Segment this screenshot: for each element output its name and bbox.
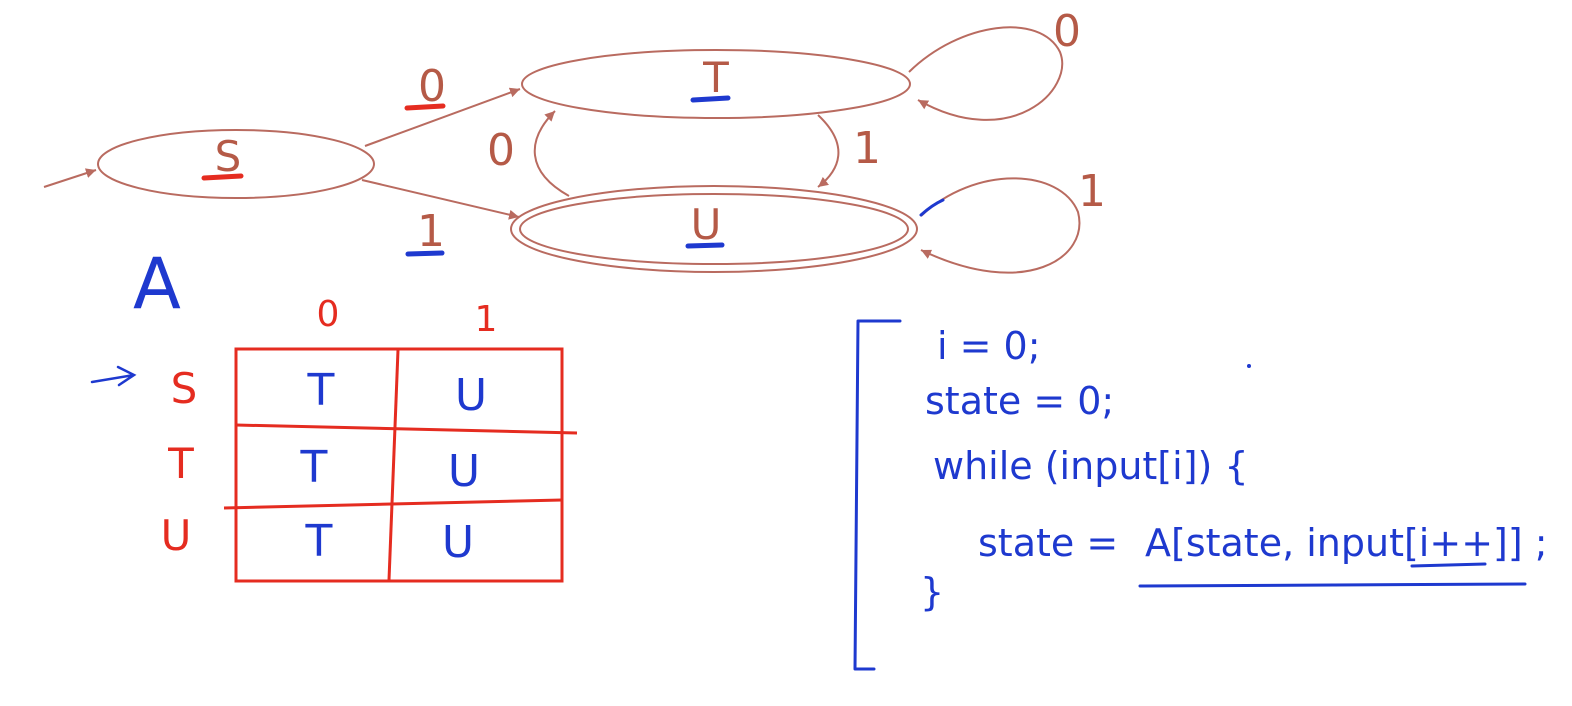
table-grid-row-divider-2: [223, 498, 563, 510]
code-line-2: state = 0;: [925, 379, 1114, 423]
table-cell-t-0: T: [300, 442, 328, 493]
table-cell-u-1: U: [442, 517, 474, 568]
table-cell-t-1: U: [448, 446, 480, 497]
stray-dot: [1247, 364, 1251, 368]
state-u-node-inner: [519, 193, 909, 265]
code-index-underline: [1410, 562, 1487, 568]
automaton: S T U 0 1 0 1 0 1: [43, 6, 1106, 274]
code-line-4-prefix: state =: [978, 521, 1118, 565]
edge-t-self-loop: [908, 26, 1063, 121]
edge-u-to-t-label: 0: [487, 125, 515, 176]
state-s-node: [97, 129, 375, 199]
edge-s-to-t: [364, 87, 521, 147]
table-row-label-t: T: [167, 439, 194, 488]
state-u-node-outer: [510, 185, 918, 273]
code-line-4-call: A[state, input[i++]] ;: [1145, 521, 1548, 565]
code-line-1: i = 0;: [937, 324, 1041, 368]
table-column-header-0: 0: [317, 294, 340, 335]
start-row-arrow: [90, 365, 137, 387]
state-t-label: T: [702, 53, 729, 102]
edge-u-to-t: [533, 110, 570, 197]
pseudocode-block: i = 0; state = 0; while (input[i]) { sta…: [853, 319, 1548, 671]
table-grid-frame: [234, 347, 564, 583]
code-left-bracket: [853, 319, 902, 671]
edge-t-to-u: [817, 114, 840, 188]
table-column-header-1: 1: [475, 299, 498, 340]
edge-s-to-u: [361, 179, 520, 220]
code-line-3: while (input[i]) {: [933, 444, 1249, 488]
edge-s-to-t-label: 0: [418, 61, 446, 112]
edge-t-to-u-label: 1: [853, 123, 881, 174]
edge-u-self-label: 1: [1078, 166, 1106, 217]
table-grid-column-divider: [387, 349, 400, 581]
table-cell-u-0: T: [305, 516, 333, 567]
table-cell-s-0: T: [307, 365, 335, 416]
table-row-label-s: S: [171, 364, 198, 413]
code-line-5: }: [920, 570, 944, 614]
table-name: A: [133, 243, 181, 325]
edge-t-self-label: 0: [1053, 6, 1081, 57]
state-t-node: [521, 49, 911, 119]
edge-s-to-u-label: 1: [417, 206, 445, 257]
edge-s-to-t-label-underline: [404, 103, 446, 111]
table-grid-row-divider-1: [235, 423, 578, 435]
state-s-underline: [201, 173, 244, 181]
edge-u-self-loop-blue-mark: [919, 198, 945, 217]
table-cell-s-1: U: [455, 370, 487, 421]
edge-u-self-loop: [920, 177, 1081, 274]
code-call-underline: [1138, 582, 1527, 588]
state-s-label: S: [215, 132, 242, 181]
transition-table: A 0 1 S T U T U T U T U: [90, 243, 578, 583]
edge-s-to-u-label-underline: [405, 250, 445, 257]
state-u-underline: [685, 242, 725, 249]
state-t-underline: [690, 95, 731, 103]
start-arrow: [43, 168, 97, 188]
state-u-label: U: [691, 200, 722, 249]
table-row-label-u: U: [161, 511, 192, 560]
